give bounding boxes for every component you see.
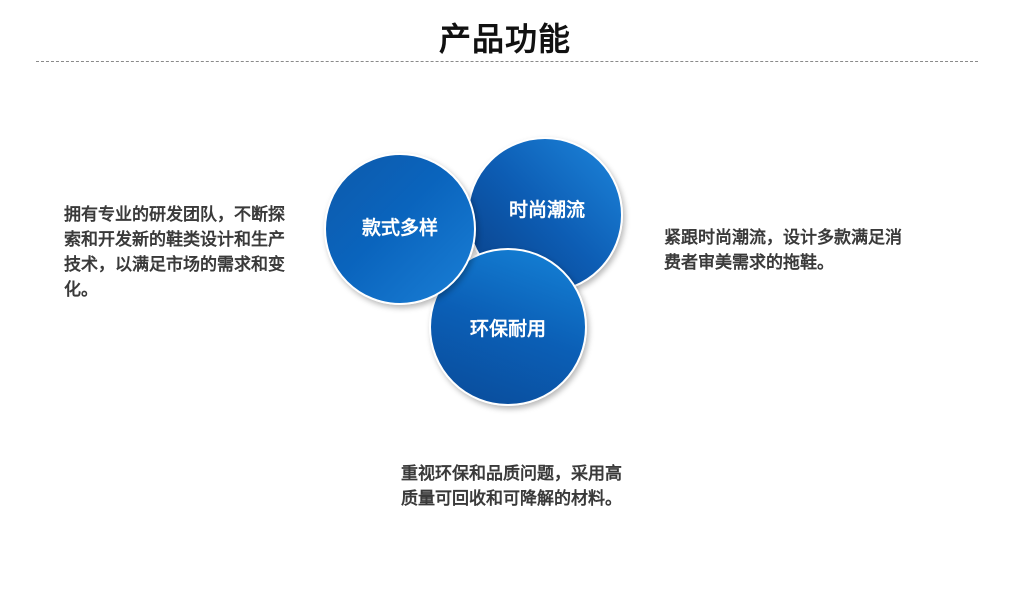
title-divider bbox=[36, 61, 978, 62]
style-circle: 款式多样 bbox=[324, 153, 476, 305]
eco-circle-label: 环保耐用 bbox=[469, 317, 546, 340]
fashion-circle-label: 时尚潮流 bbox=[508, 198, 585, 221]
eco-description: 重视环保和品质问题，采用高质量可回收和可降解的材料。 bbox=[401, 464, 622, 509]
fashion-description: 紧跟时尚潮流，设计多款满足消费者审美需求的拖鞋。 bbox=[664, 228, 902, 273]
style-description: 拥有专业的研发团队，不断探索和开发新的鞋类设计和生产技术，以满足市场的需求和变化… bbox=[64, 205, 285, 300]
page-title: 产品功能 bbox=[438, 20, 571, 58]
style-circle-label: 款式多样 bbox=[361, 216, 438, 239]
